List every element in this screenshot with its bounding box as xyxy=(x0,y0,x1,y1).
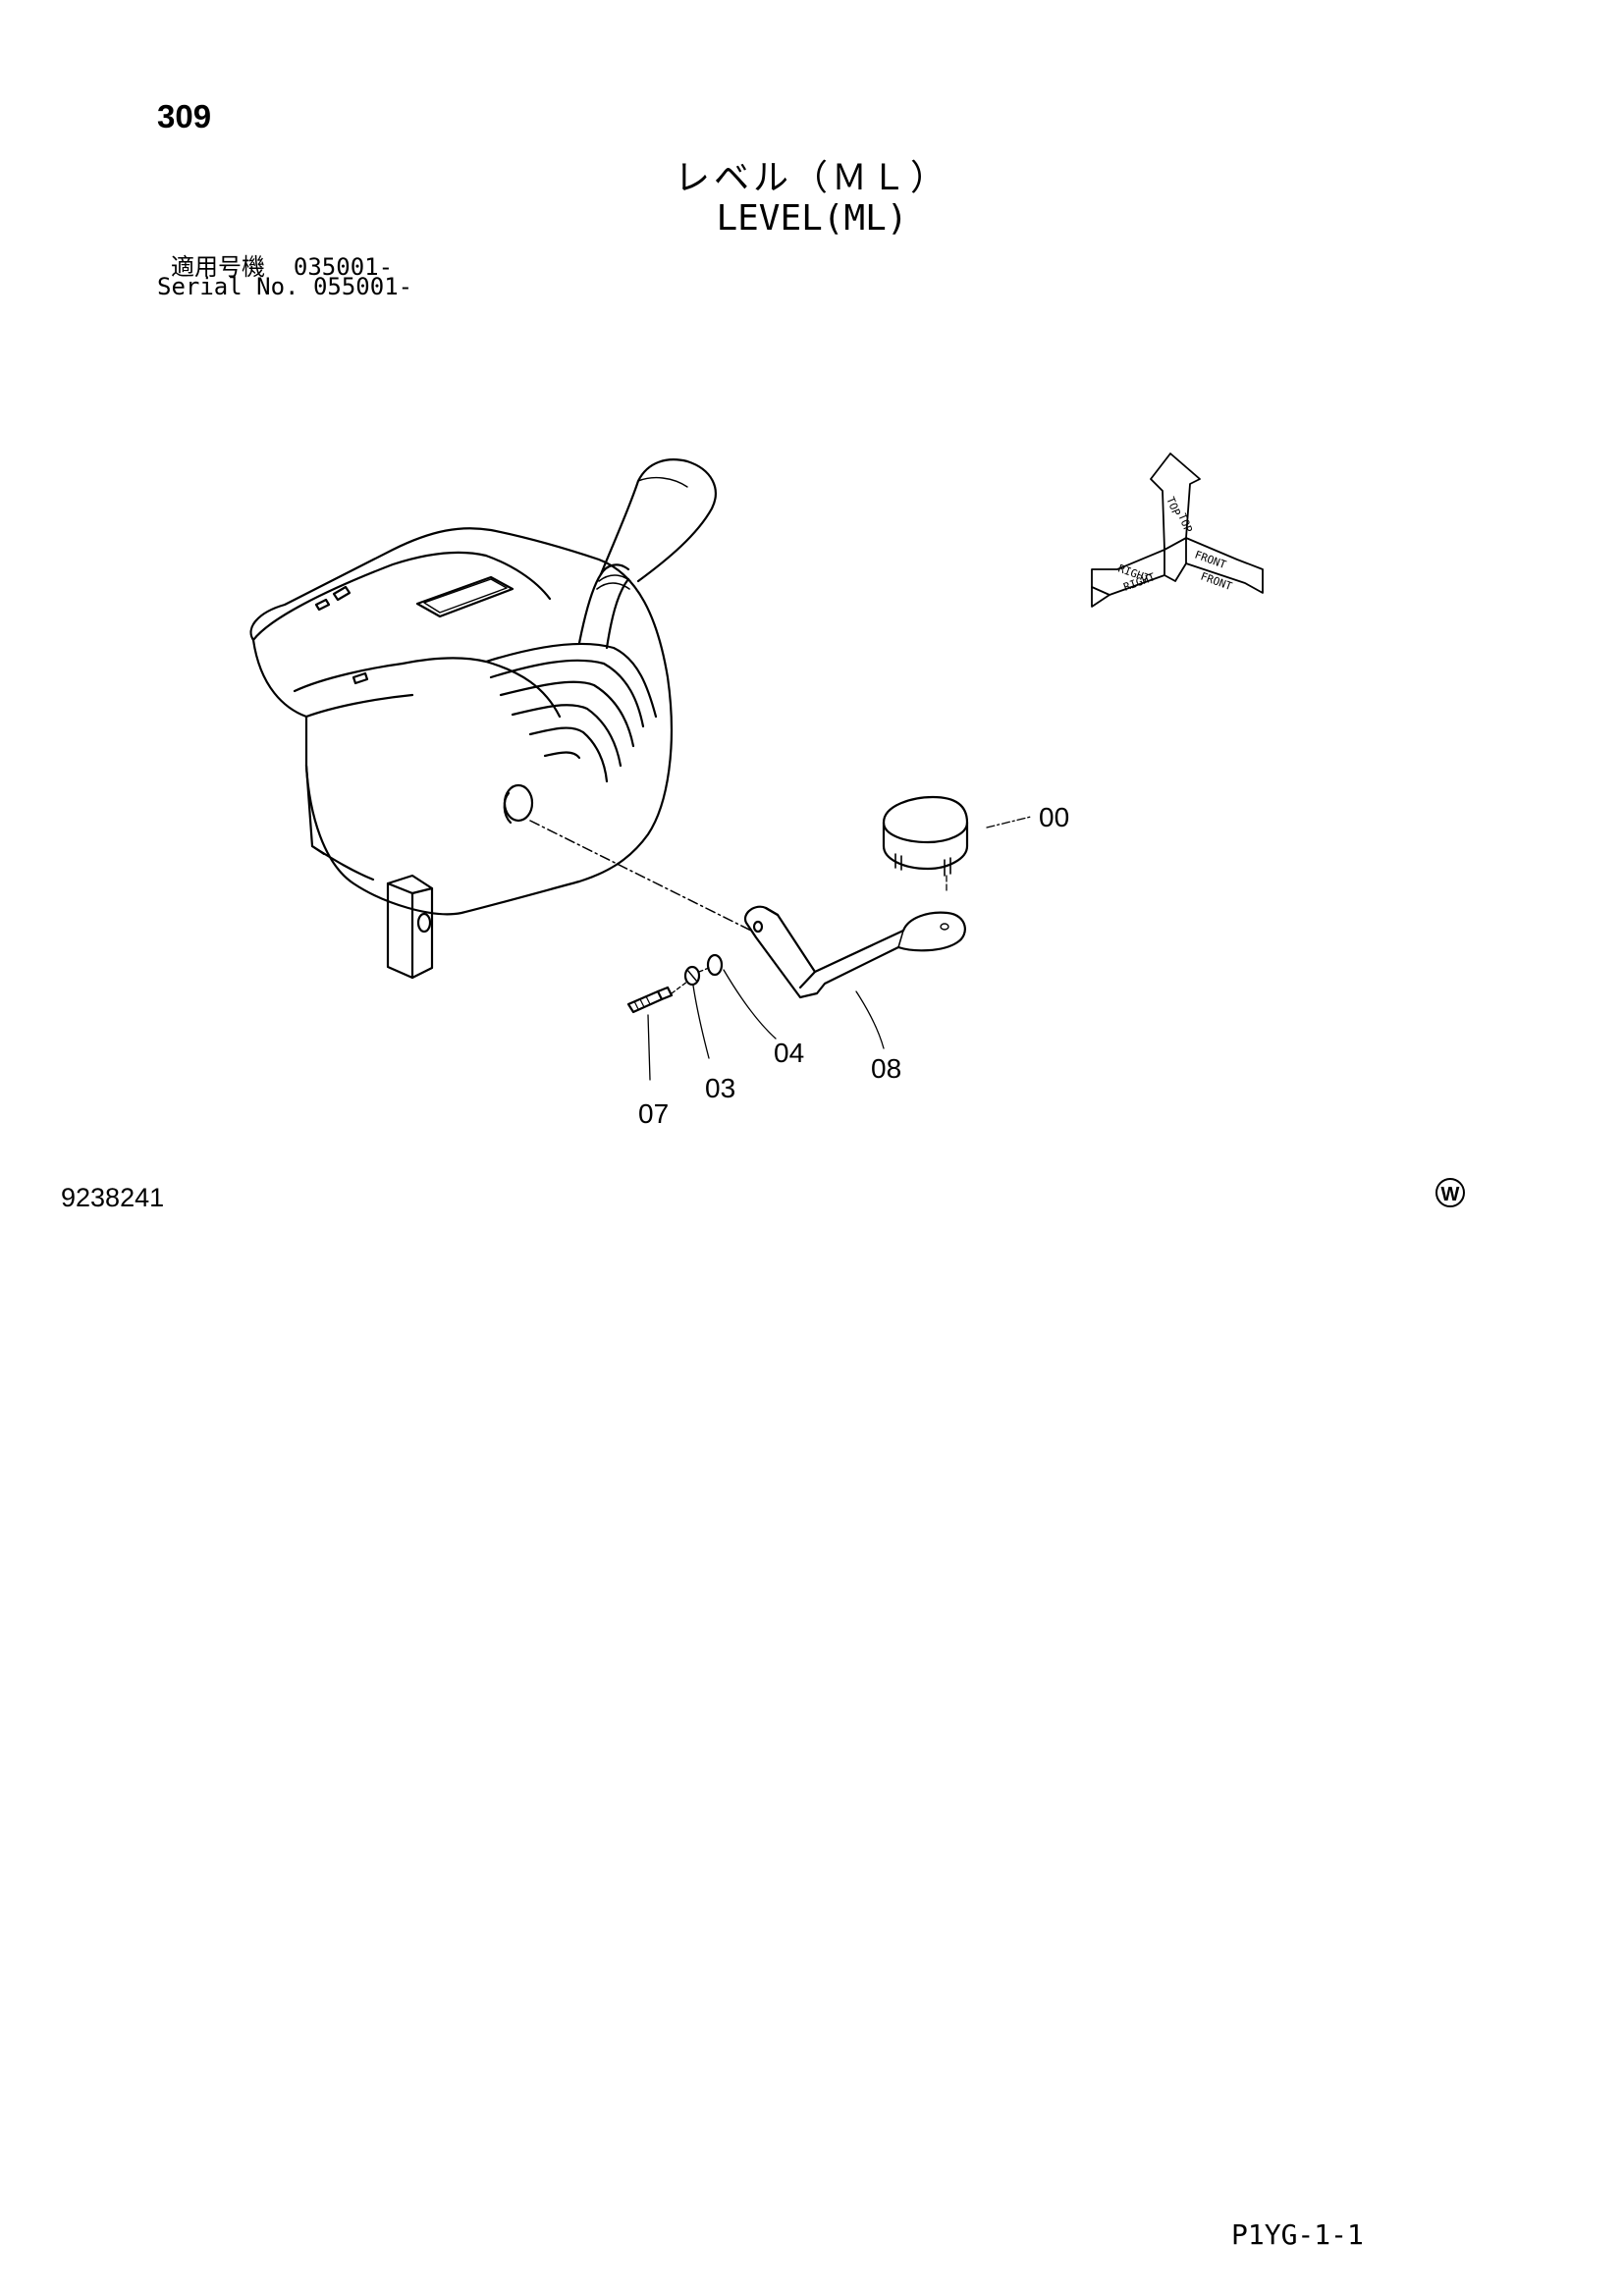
serial-range-japanese: 適用号機 035001- xyxy=(171,253,394,281)
bracket-part xyxy=(743,905,966,999)
assembly-axis-line xyxy=(671,967,710,994)
callout-03: 03 xyxy=(705,1073,735,1103)
leader-07 xyxy=(647,1014,651,1081)
page-code: P1YG-1-1 xyxy=(1231,2218,1364,2251)
title-english: LEVEL(ML) xyxy=(716,198,908,239)
title-japanese: レベル（ＭＬ） xyxy=(674,158,949,198)
serial-range-english: Serial No. 055001- xyxy=(157,273,413,300)
exploded-parts-diagram: 00 04 08 03 07 TOP TOP RIGHT RIGHT FRONT… xyxy=(249,453,1264,1129)
page-number: 309 xyxy=(157,98,212,134)
washer-part xyxy=(706,953,724,977)
callout-08: 08 xyxy=(871,1053,901,1084)
assembly-leader-line xyxy=(529,820,752,932)
w-circle-mark: W xyxy=(1435,1178,1465,1207)
orientation-indicator: TOP TOP RIGHT RIGHT FRONT FRONT xyxy=(1091,453,1264,608)
callout-04: 04 xyxy=(774,1038,804,1068)
orient-label-top-a: TOP xyxy=(1175,511,1195,535)
lock-washer-part xyxy=(683,965,701,987)
callout-00: 00 xyxy=(1039,802,1069,832)
bubble-level-part xyxy=(882,795,969,894)
bolt-part xyxy=(626,986,674,1014)
control-console-drawing xyxy=(249,458,717,980)
callout-07: 07 xyxy=(638,1098,669,1129)
leader-03 xyxy=(692,985,710,1059)
leader-04 xyxy=(723,969,777,1040)
leader-08 xyxy=(855,990,885,1049)
drawing-number: 9238241 xyxy=(61,1183,165,1212)
leader-00 xyxy=(986,816,1032,828)
